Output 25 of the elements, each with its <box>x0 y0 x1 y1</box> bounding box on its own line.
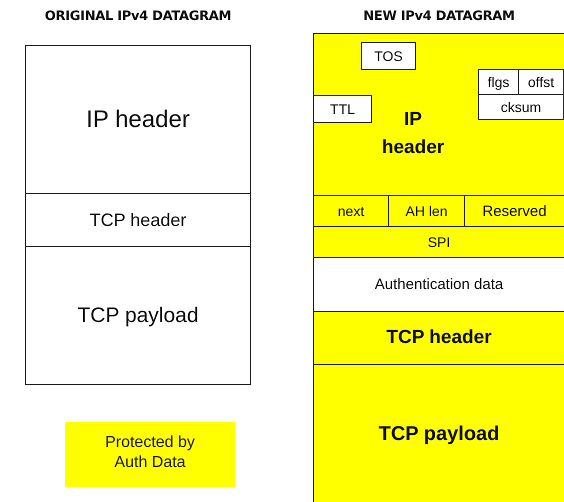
field-label: SPI <box>428 234 450 250</box>
field-label: flgs <box>488 74 510 90</box>
header-field <box>313 257 564 312</box>
field-label: TCP header <box>386 327 492 349</box>
field-label: AH len <box>405 203 448 219</box>
field-box <box>478 69 519 95</box>
field-box <box>361 42 416 70</box>
field-label: TCP payload <box>378 422 500 446</box>
field-label: TCP header <box>90 210 186 230</box>
field-box <box>313 95 372 123</box>
field-label: IP header <box>380 108 446 160</box>
diagram-heading: ORIGINAL IPv4 DATAGRAM <box>44 9 232 24</box>
field-label: TCP payload <box>77 304 199 328</box>
diagram-heading: NEW IPv4 DATAGRAM <box>363 9 515 24</box>
field-label: IP header <box>85 104 191 134</box>
legend-label: Protected by Auth Data <box>104 433 196 473</box>
field-label: Authentication data <box>374 276 504 293</box>
field-label: Reserved <box>482 202 547 220</box>
field-label: offst <box>528 74 554 90</box>
field-label: TTL <box>330 101 355 117</box>
field-box <box>478 94 564 120</box>
field-label: next <box>338 203 364 219</box>
field-label: cksum <box>500 99 542 115</box>
field-label: TOS <box>374 48 403 64</box>
field-box <box>518 69 564 95</box>
